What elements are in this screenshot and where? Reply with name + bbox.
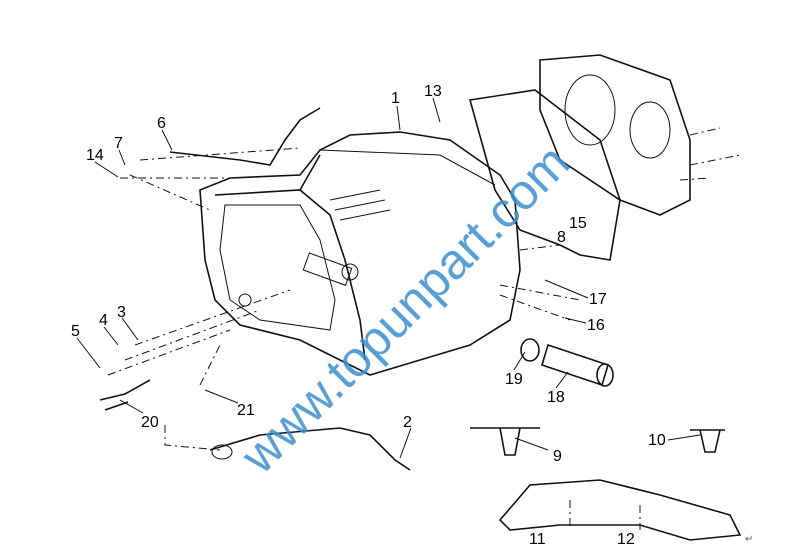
- callout-2: 2: [403, 414, 412, 431]
- callout-11: 11: [529, 531, 546, 548]
- callout-19: 19: [505, 371, 523, 388]
- sleeve-part-18: [520, 338, 614, 387]
- callout-3: 3: [117, 304, 126, 321]
- pipe-part-2: [209, 427, 411, 471]
- callout-10: 10: [648, 432, 666, 449]
- leader-lines: [76, 97, 701, 459]
- callout-20: 20: [141, 414, 159, 431]
- callout-7: 7: [114, 135, 123, 152]
- callout-17: 17: [589, 291, 607, 308]
- callout-13: 13: [424, 83, 442, 100]
- callout-6: 6: [157, 115, 166, 132]
- callout-18: 18: [547, 389, 565, 406]
- sensor-part-20: [99, 379, 151, 411]
- bracket-part-9: [470, 427, 540, 456]
- pipe-part-6: [169, 107, 321, 166]
- return-mark: ↵: [745, 534, 753, 545]
- callout-16: 16: [587, 317, 605, 334]
- callout-5: 5: [71, 323, 80, 340]
- assembly-lines: [107, 127, 741, 530]
- bracket-part-10: [690, 429, 725, 453]
- housing-part-1: [199, 131, 521, 376]
- rear-cover: [468, 54, 691, 261]
- callout-15: 15: [569, 215, 587, 232]
- callout-9: 9: [553, 448, 562, 465]
- cross-member: [498, 479, 742, 541]
- callout-1: 1: [391, 90, 400, 107]
- callout-21: 21: [237, 402, 255, 419]
- callout-12: 12: [617, 531, 635, 548]
- callout-4: 4: [99, 312, 108, 329]
- callout-8: 8: [557, 229, 566, 246]
- callout-14: 14: [86, 147, 104, 164]
- watermark: www.topunpart.com: [229, 134, 580, 485]
